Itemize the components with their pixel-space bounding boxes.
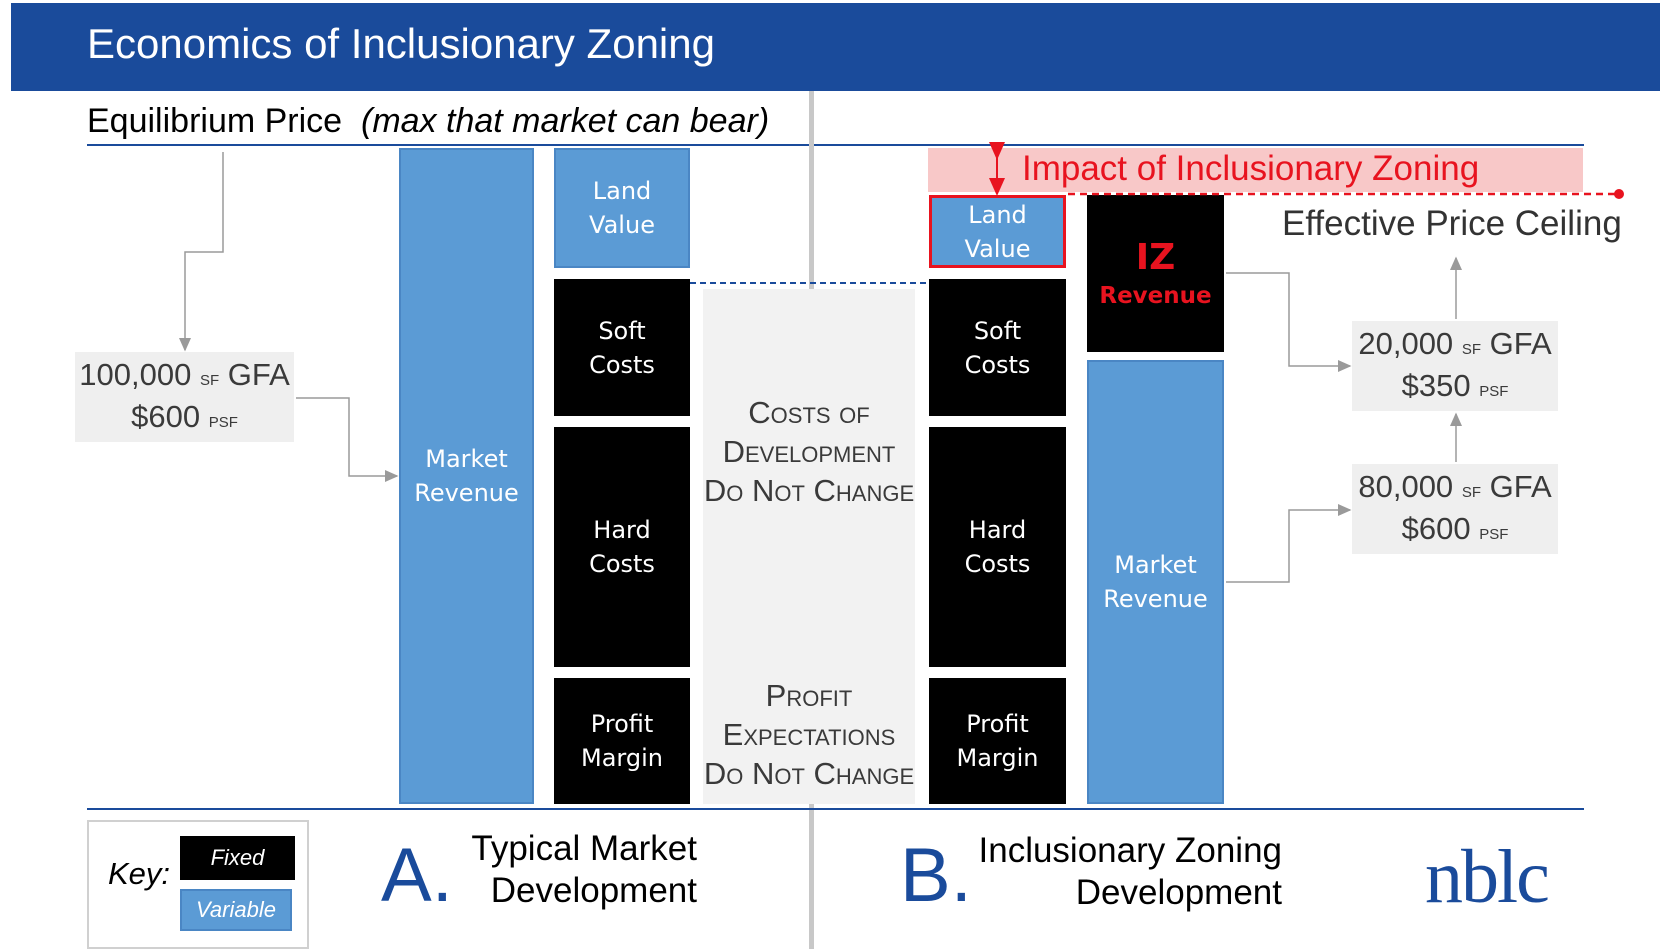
- iz-revenue-block: IZ Revenue: [1087, 195, 1224, 352]
- scenario-a-caption: Typical Market Development: [471, 829, 697, 910]
- a-land-value-block: Land Value: [554, 148, 690, 268]
- b-soft-costs-block: Soft Costs: [929, 279, 1066, 416]
- market-inputs-box: 100,000 sf GFA $600 psf: [75, 352, 294, 442]
- price-ceiling-endpoint: [1614, 189, 1624, 199]
- iz-gfa-line: 20,000 sf GFA: [1358, 324, 1551, 366]
- mkt-gfa-suffix: GFA: [1489, 469, 1552, 504]
- mkt-gfa-value: 80,000: [1358, 469, 1454, 504]
- impact-label: Impact of Inclusionary Zoning: [1022, 149, 1480, 188]
- b-land-value-block: Land Value: [929, 195, 1066, 268]
- a-market-revenue-bar: Market Revenue: [399, 148, 534, 804]
- equilibrium-line: [87, 144, 1584, 146]
- gfa-value: 100,000: [79, 357, 192, 392]
- gfa-unit: sf: [199, 365, 220, 390]
- scenario-a-letter: A.: [381, 833, 453, 918]
- iz-gfa-value: 20,000: [1358, 326, 1454, 361]
- b-market-revenue-bar: Market Revenue: [1087, 360, 1224, 804]
- iz-gfa-suffix: GFA: [1489, 326, 1552, 361]
- gfa-line: 100,000 sf GFA: [79, 355, 290, 397]
- price-unit: psf: [208, 407, 238, 432]
- iz-price-value: $350: [1401, 368, 1471, 403]
- mkt-price-unit: psf: [1479, 519, 1509, 544]
- iz-revenue-to-box-arrow: [1226, 272, 1352, 372]
- baseline: [87, 808, 1584, 810]
- mkt-price-value: $600: [1401, 511, 1471, 546]
- equilibrium-to-inputs-arrow: [179, 152, 224, 352]
- scenario-b-letter: B.: [900, 833, 972, 918]
- price-value: $600: [131, 399, 201, 434]
- iz-revenue-label: Revenue: [1099, 282, 1212, 309]
- mkt-gfa-unit: sf: [1461, 477, 1481, 502]
- price-line: $600 psf: [131, 397, 238, 439]
- equilibrium-note: (max that market can bear): [361, 102, 770, 140]
- gfa-suffix: GFA: [227, 357, 290, 392]
- a-soft-costs-block: Soft Costs: [554, 279, 690, 416]
- legend-fixed-swatch: Fixed: [180, 836, 295, 880]
- effective-price-ceiling-label: Effective Price Ceiling: [1282, 204, 1622, 243]
- inputs-to-revenue-arrow: [296, 397, 399, 482]
- b-profit-margin-block: Profit Margin: [929, 678, 1066, 804]
- equilibrium-label: Equilibrium Price (max that market can b…: [87, 102, 769, 141]
- market-units-box: 80,000 sf GFA $600 psf: [1352, 464, 1558, 554]
- legend-variable-swatch: Variable: [180, 889, 292, 931]
- iz-title: IZ: [1135, 236, 1176, 278]
- impact-band: [928, 148, 1583, 192]
- legend-box: [87, 820, 309, 949]
- costs-unchanged-note: Costs of Development Do Not Change: [703, 395, 915, 508]
- iz-gfa-unit: sf: [1461, 334, 1481, 359]
- equilibrium-price-text: Equilibrium Price: [87, 102, 343, 140]
- b-hard-costs-block: Hard Costs: [929, 427, 1066, 667]
- mkt-price-line: $600 psf: [1402, 509, 1509, 551]
- page-title: Economics of Inclusionary Zoning: [87, 20, 715, 67]
- iz-units-box: 20,000 sf GFA $350 psf: [1352, 321, 1558, 411]
- market-revenue-to-box-arrow: [1226, 504, 1352, 583]
- title-bar: [11, 3, 1660, 91]
- unchanged-panel: [703, 289, 915, 804]
- a-hard-costs-block: Hard Costs: [554, 427, 690, 667]
- profit-unchanged-note: Profit Expectations Do Not Change: [703, 678, 915, 791]
- scenario-b-caption: Inclusionary Zoning Development: [978, 831, 1283, 912]
- mkt-gfa-line: 80,000 sf GFA: [1358, 467, 1551, 509]
- nblc-logo: nblc: [1425, 835, 1550, 919]
- a-profit-margin-block: Profit Margin: [554, 678, 690, 804]
- legend-label: Key:: [108, 856, 171, 891]
- iz-price-line: $350 psf: [1402, 366, 1509, 408]
- iz-price-unit: psf: [1479, 376, 1509, 401]
